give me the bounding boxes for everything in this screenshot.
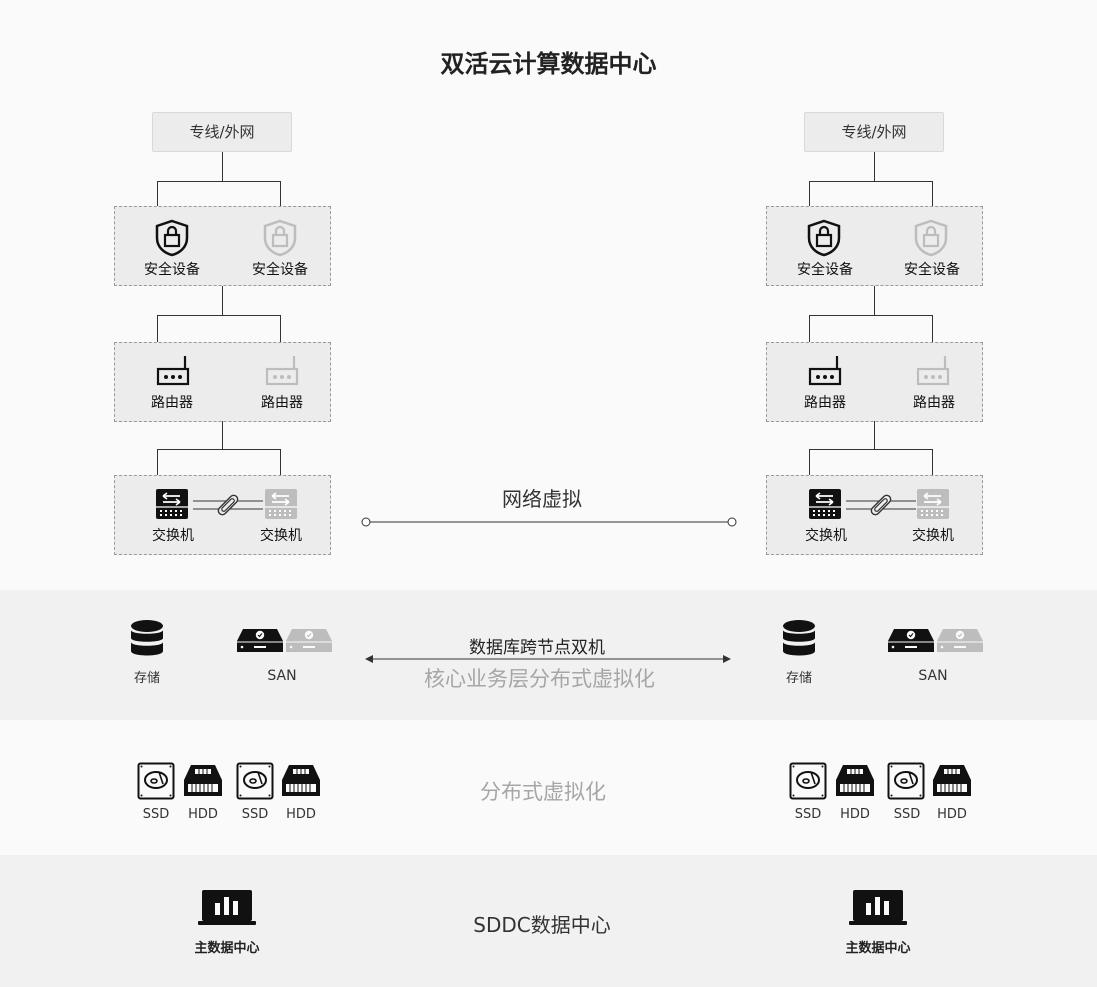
connector xyxy=(157,315,158,342)
security-label: 安全设备 xyxy=(144,262,200,278)
hdd-label: HDD xyxy=(286,807,316,822)
shield-lock-icon xyxy=(155,219,189,257)
connector xyxy=(932,181,933,207)
connector xyxy=(157,315,281,316)
connector xyxy=(280,181,281,207)
datacenter-label: 主数据中心 xyxy=(194,941,260,956)
router-icon xyxy=(916,356,950,386)
connector xyxy=(874,286,875,315)
san-label: SAN xyxy=(918,668,948,684)
hdd-icon xyxy=(933,765,971,796)
switch-icon xyxy=(917,489,949,519)
ssd-icon xyxy=(236,762,274,800)
storage-label: 存储 xyxy=(133,671,160,686)
connector xyxy=(157,181,158,207)
link-clip-icon xyxy=(193,494,263,516)
router-label: 路由器 xyxy=(913,395,955,411)
connector xyxy=(222,286,223,315)
connector xyxy=(874,421,875,449)
sddc-label: SDDC数据中心 xyxy=(473,913,611,937)
right-wan-box: 专线/外网 xyxy=(804,112,944,152)
switch-icon xyxy=(156,489,188,519)
switch-label: 交换机 xyxy=(260,528,302,544)
connector xyxy=(280,449,281,475)
core-distributed-label: 核心业务层分布式虚拟化 xyxy=(424,667,655,691)
storage-layer-band xyxy=(0,720,1097,855)
network-virtual-label: 网络虚拟 xyxy=(502,487,582,511)
datacenter-monitor-icon xyxy=(198,890,256,925)
switch-label: 交换机 xyxy=(912,528,954,544)
connector xyxy=(157,181,281,182)
ssd-label: SSD xyxy=(893,807,921,822)
bidirectional-arrow xyxy=(365,655,731,663)
router-icon xyxy=(265,356,299,386)
shield-lock-icon xyxy=(914,219,948,257)
switch-label: 交换机 xyxy=(805,528,847,544)
hdd-icon xyxy=(282,765,320,796)
connector xyxy=(809,449,810,475)
connector xyxy=(809,315,810,342)
security-label: 安全设备 xyxy=(252,262,308,278)
sddc-layer-band xyxy=(0,855,1097,987)
switch-icon xyxy=(809,489,841,519)
connector xyxy=(809,449,933,450)
connector xyxy=(932,449,933,475)
san-drive-icon xyxy=(937,629,983,652)
connector xyxy=(809,315,933,316)
ssd-label: SSD xyxy=(142,807,170,822)
storage-label: 存储 xyxy=(785,671,812,686)
connector xyxy=(932,315,933,342)
distributed-virtualization-label: 分布式虚拟化 xyxy=(480,780,606,804)
link-clip-icon xyxy=(846,494,916,516)
hdd-icon xyxy=(184,765,222,796)
ssd-label: SSD xyxy=(794,807,822,822)
hdd-label: HDD xyxy=(937,807,967,822)
hdd-icon xyxy=(836,765,874,796)
diagram-title: 双活云计算数据中心 xyxy=(440,50,657,78)
san-drive-icon xyxy=(888,629,934,652)
router-icon xyxy=(808,356,842,386)
san-label: SAN xyxy=(267,668,297,684)
datacenter-monitor-icon xyxy=(849,890,907,925)
network-link-line xyxy=(361,517,737,527)
hdd-label: HDD xyxy=(188,807,218,822)
switch-label: 交换机 xyxy=(152,528,194,544)
san-drive-icon xyxy=(237,629,283,652)
right-router-group xyxy=(766,342,983,422)
shield-lock-icon xyxy=(807,219,841,257)
connector xyxy=(809,181,933,182)
router-label: 路由器 xyxy=(261,395,303,411)
ssd-icon xyxy=(789,762,827,800)
database-icon xyxy=(131,620,163,656)
connector xyxy=(809,181,810,207)
router-label: 路由器 xyxy=(804,395,846,411)
shield-lock-icon xyxy=(263,219,297,257)
connector xyxy=(222,152,223,181)
switch-icon xyxy=(265,489,297,519)
database-cross-node-label: 数据库跨节点双机 xyxy=(469,638,605,658)
connector xyxy=(874,152,875,181)
connector xyxy=(280,315,281,342)
connector xyxy=(157,449,281,450)
datacenter-label: 主数据中心 xyxy=(845,941,911,956)
san-drive-icon xyxy=(286,629,332,652)
connector xyxy=(222,421,223,449)
hdd-label: HDD xyxy=(840,807,870,822)
security-label: 安全设备 xyxy=(797,262,853,278)
database-icon xyxy=(783,620,815,656)
ssd-icon xyxy=(137,762,175,800)
router-icon xyxy=(156,356,190,386)
left-security-group xyxy=(114,206,331,286)
left-wan-box: 专线/外网 xyxy=(152,112,292,152)
ssd-label: SSD xyxy=(241,807,269,822)
router-label: 路由器 xyxy=(151,395,193,411)
ssd-icon xyxy=(887,762,925,800)
database-layer-band xyxy=(0,590,1097,720)
right-security-group xyxy=(766,206,983,286)
security-label: 安全设备 xyxy=(904,262,960,278)
connector xyxy=(157,449,158,475)
